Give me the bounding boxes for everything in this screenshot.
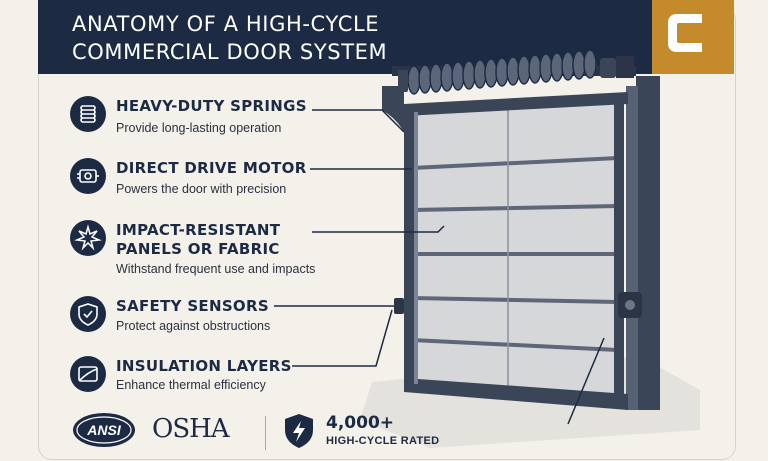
impact-icon: [70, 220, 106, 256]
feature-title: DIRECT DRIVE MOTOR: [116, 159, 307, 177]
feature-desc: Enhance thermal efficiency: [116, 378, 266, 392]
door-panel: [412, 100, 618, 398]
spring-drum-right: [600, 58, 616, 78]
bottom-rail: [404, 378, 628, 410]
osha-logo: OSHA: [152, 414, 230, 444]
brand-block: [652, 0, 734, 74]
feature-desc: Provide long-lasting operation: [116, 121, 282, 135]
title-line-2: COMMERCIAL DOOR SYSTEM: [72, 40, 388, 64]
feature-motor: DIRECT DRIVE MOTOR Powers the door with …: [70, 158, 370, 204]
feature-desc: Withstand frequent use and impacts: [116, 262, 316, 276]
insulation-icon: [70, 356, 106, 392]
spring-coils: [407, 49, 597, 95]
right-column-face: [626, 86, 638, 410]
ansi-logo: ANSI: [73, 413, 135, 447]
feature-panels: IMPACT-RESISTANT PANELS OR FABRIC Withst…: [70, 220, 370, 280]
title-line-1: ANATOMY OF A HIGH-CYCLE: [72, 12, 380, 36]
feature-springs: HEAVY-DUTY SPRINGS Provide long-lasting …: [70, 96, 370, 142]
motor-icon: [70, 158, 106, 194]
spring-drum-left: [398, 70, 408, 92]
spring-bracket-right: [616, 56, 634, 78]
left-track-inner: [414, 112, 418, 384]
feature-desc: Powers the door with precision: [116, 182, 287, 196]
feature-title: HEAVY-DUTY SPRINGS: [116, 97, 307, 115]
left-sensor: [394, 298, 404, 314]
feature-title: INSULATION LAYERS: [116, 357, 292, 375]
top-rail: [404, 92, 628, 116]
header-bracket: [382, 86, 404, 132]
spring-icon: [70, 96, 106, 132]
letter-c-logo-icon: [668, 14, 702, 52]
shield-check-icon: [70, 296, 106, 332]
feature-sensors: SAFETY SENSORS Protect against obstructi…: [70, 296, 370, 342]
feature-title-line-2: PANELS OR FABRIC: [116, 240, 280, 258]
motor-lens: [625, 300, 635, 310]
panel-rails: [411, 156, 619, 352]
right-column: [636, 76, 660, 410]
cycle-count: 4,000+: [326, 413, 395, 433]
leader-lines: [274, 109, 605, 425]
right-track: [614, 98, 624, 402]
ansi-text: ANSI: [86, 422, 122, 438]
feature-title: SAFETY SENSORS: [116, 297, 269, 315]
footer-divider: [265, 416, 266, 450]
shield-bolt-icon: [285, 414, 313, 448]
cycle-label: HIGH-CYCLE RATED: [326, 435, 440, 447]
feature-insulation: INSULATION LAYERS Enhance thermal effici…: [70, 356, 370, 402]
feature-desc: Protect against obstructions: [116, 319, 271, 333]
page-title: ANATOMY OF A HIGH-CYCLE COMMERCIAL DOOR …: [72, 10, 387, 66]
feature-title: IMPACT-RESISTANT: [116, 221, 281, 239]
left-track: [404, 112, 414, 384]
